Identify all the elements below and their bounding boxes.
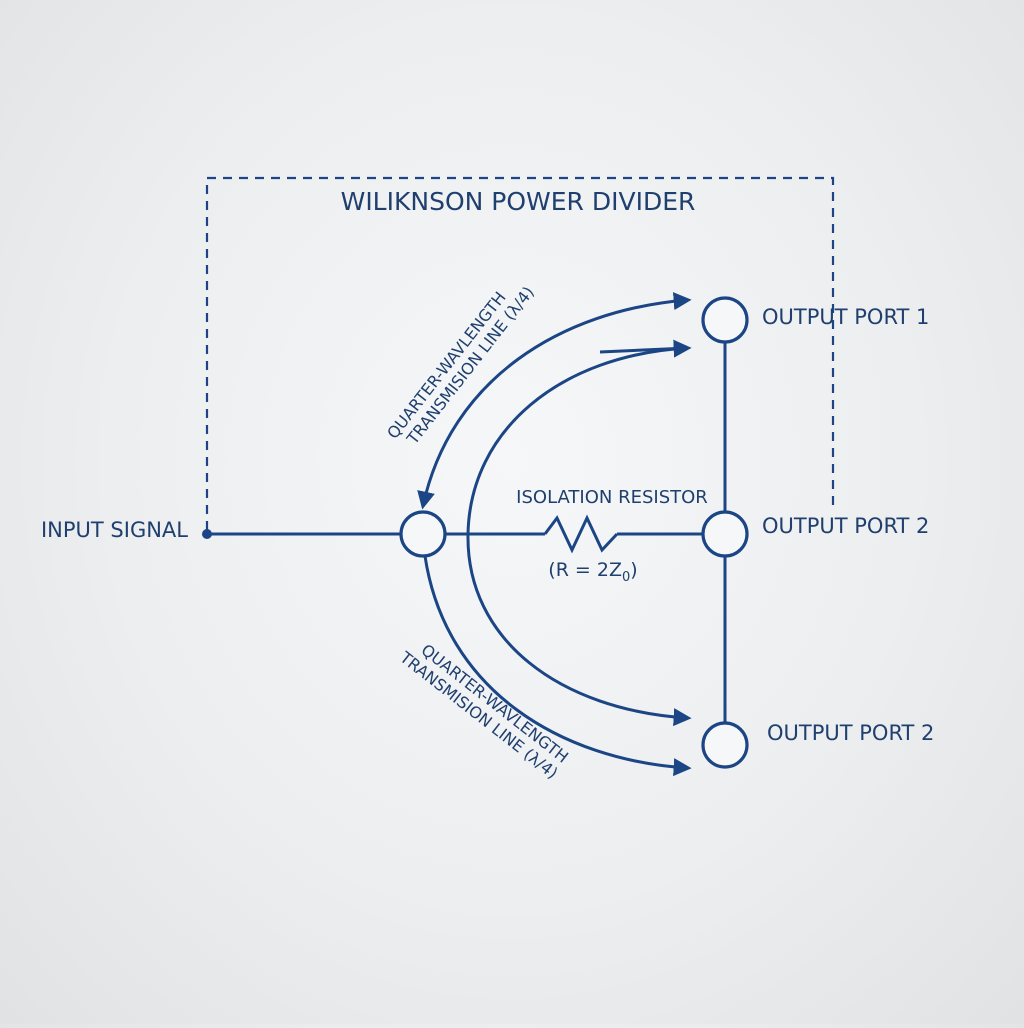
lower-tl-label-line1: QUARTER-WAVLENGTH	[418, 640, 572, 766]
lower-transmission-line-outer	[423, 555, 692, 777]
output-port-2-bottom-label: OUTPUT PORT 2	[767, 721, 934, 745]
output-port-2-bottom-node	[701, 721, 749, 769]
output-port-1-node	[701, 296, 749, 344]
inner-transmission-arc	[466, 346, 692, 727]
output-port-2-mid-node	[701, 510, 749, 558]
upper-tl-label-line2: TRANSMISION LINE (λ/4)	[402, 283, 537, 449]
junction-node	[399, 510, 447, 558]
output-port-2-mid-label: OUTPUT PORT 2	[762, 514, 929, 538]
output-port-1-label: OUTPUT PORT 1	[762, 305, 929, 329]
resistor-value-prefix: (R = 2Z	[548, 559, 622, 581]
upper-transmission-line-outer	[417, 292, 692, 510]
enclosure-boundary	[205, 176, 835, 530]
resistor-value-subscript: 0	[622, 570, 630, 585]
lower-transmission-line-label: QUARTER-WAVLENGTH TRANSMISION LINE (λ/4)	[396, 640, 572, 782]
input-signal-label: INPUT SIGNAL	[41, 518, 188, 542]
isolation-resistor-icon	[543, 514, 619, 554]
isolation-resistor-label: ISOLATION RESISTOR	[516, 487, 708, 508]
resistor-value-label: (R = 2Z0)	[548, 559, 637, 585]
upper-tl-label-line1: QUARTER-WAVLENGTH	[383, 288, 509, 442]
diagram-title: WILIKNSON POWER DIVIDER	[341, 187, 696, 216]
inner-transmission-arc-start-arrow	[599, 339, 692, 358]
resistor-value-suffix: )	[630, 559, 637, 581]
